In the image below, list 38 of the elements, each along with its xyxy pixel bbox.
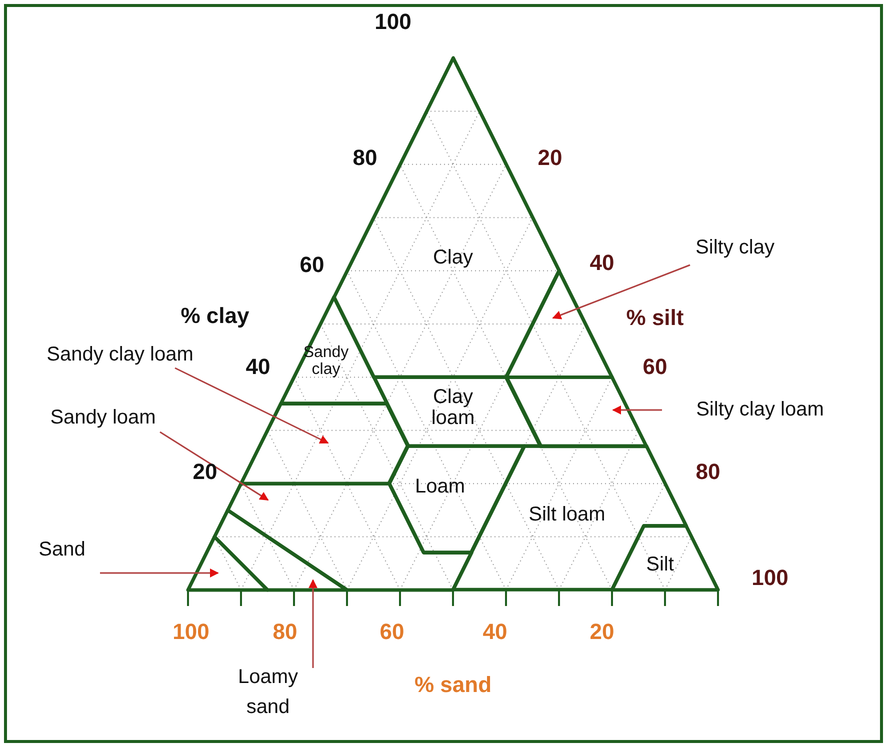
axis-title: % clay [180, 303, 250, 329]
region-name: Clay [433, 248, 473, 268]
tick-label: 40 [590, 250, 614, 276]
leader-arrow [552, 264, 690, 320]
leader-arrow [612, 406, 662, 414]
tick-label: 40 [246, 354, 270, 380]
callout-label: Silty clay [696, 236, 774, 260]
soil-texture-region [212, 508, 349, 592]
tick-label: 80 [352, 145, 378, 171]
tick-label: 60 [300, 252, 324, 278]
leader-arrow [100, 568, 219, 578]
axis-title: % silt [626, 305, 684, 331]
callout-label: Sand [38, 538, 86, 562]
soil-texture-region [239, 402, 410, 486]
tick-label: 20 [590, 619, 614, 645]
tick-label: 40 [482, 619, 508, 645]
tick-label: 80 [272, 619, 298, 645]
soil-texture-region [186, 535, 270, 592]
leader-arrow [308, 579, 318, 668]
leader-arrow [174, 367, 329, 444]
tick-label: 60 [642, 354, 668, 380]
tick-label: 20 [192, 459, 218, 485]
tick-label: 20 [538, 145, 562, 171]
region-name: Clay loam [430, 386, 476, 429]
tick-label: 80 [696, 459, 720, 485]
region-name: Silt [646, 554, 674, 576]
tick-label: 60 [380, 619, 404, 645]
callout-label: Loamy sand [223, 662, 313, 722]
region-name: Loam [414, 476, 465, 498]
tick-label: 100 [172, 619, 210, 645]
tick-label: 100 [374, 9, 412, 35]
axis-title: % sand [414, 672, 492, 698]
callout-label: Silty clay loam [696, 398, 824, 422]
leader-arrow [160, 431, 269, 501]
region-name: Silt loam [528, 504, 606, 526]
tick-label: 100 [752, 565, 788, 591]
callout-label: Sandy loam [50, 406, 156, 430]
callout-label: Sandy clay loam [46, 344, 194, 366]
